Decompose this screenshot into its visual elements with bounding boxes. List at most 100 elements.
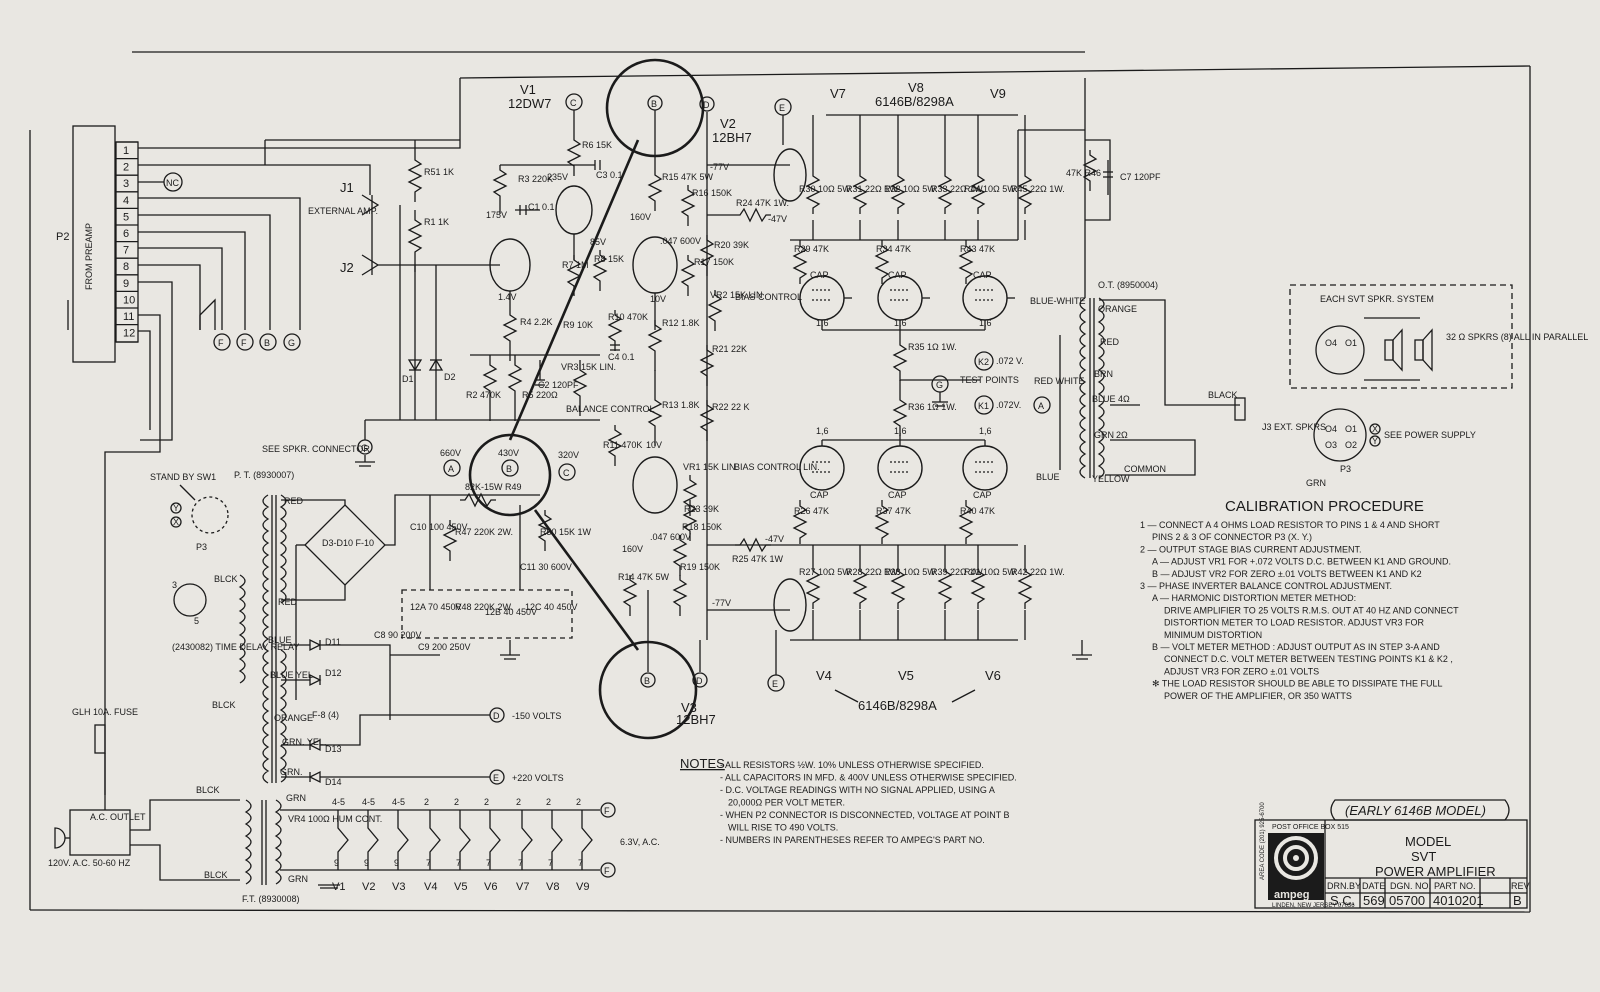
- output-tube-top: [962, 275, 1008, 321]
- svg-text:.047 600V: .047 600V: [660, 236, 701, 246]
- svg-text:RED WHITE: RED WHITE: [1034, 376, 1085, 386]
- svg-text:R50 15K 1W: R50 15K 1W: [540, 527, 592, 537]
- svg-text:85V: 85V: [590, 237, 606, 247]
- svg-text:R47 220K 2W.: R47 220K 2W.: [455, 527, 513, 537]
- svg-text:05700: 05700: [1389, 893, 1425, 908]
- v1-type: 12DW7: [508, 96, 551, 111]
- svg-text:6.3V, A.C.: 6.3V, A.C.: [620, 837, 660, 847]
- screen-resistor-top: R44 10Ω 5W.: [964, 184, 1018, 194]
- svg-text:Y: Y: [173, 503, 179, 513]
- svg-text:D1: D1: [402, 374, 414, 384]
- svg-text:R3 220K: R3 220K: [518, 174, 553, 184]
- svg-text:C7 120PF: C7 120PF: [1120, 172, 1161, 182]
- svg-text:V9: V9: [990, 86, 1006, 101]
- calibration-line: 1 — CONNECT A 4 OHMS LOAD RESISTOR TO PI…: [1140, 520, 1440, 530]
- svg-text:C: C: [570, 98, 577, 108]
- svg-text:X: X: [1372, 424, 1378, 434]
- product-label: POWER AMPLIFIER: [1375, 864, 1496, 879]
- output-top: V7 V8 V9 6146B/8298A E R30 10Ω 5W.R31 22…: [773, 80, 1065, 330]
- svg-text:Y: Y: [1372, 436, 1378, 446]
- svg-text:A: A: [1038, 401, 1044, 411]
- p2-pin: 11: [123, 311, 134, 323]
- svg-text:V6: V6: [985, 668, 1001, 683]
- p2-pin: 5: [123, 211, 129, 223]
- svg-text:GRN: GRN: [1306, 478, 1326, 488]
- svg-text:DATE: DATE: [1362, 881, 1385, 891]
- svg-text:BIAS CONTROL: BIAS CONTROL: [735, 292, 802, 302]
- svg-text:160V: 160V: [622, 544, 643, 554]
- svg-text:D11: D11: [325, 637, 341, 647]
- note-line: - ALL RESISTORS ½W. 10% UNLESS OTHERWISE…: [720, 760, 984, 770]
- grid-resistor-top: R29 47K: [794, 244, 829, 254]
- p3-connector: [1313, 408, 1367, 462]
- svg-text:-47V: -47V: [765, 534, 784, 544]
- cap-label: CAP: [888, 490, 907, 500]
- svg-text:B: B: [264, 338, 270, 348]
- v3-stage: R13 1.8K R11 470K 10V VR1 15K LIN. BIAS …: [603, 370, 820, 727]
- svg-text:VR2 15K LIN: VR2 15K LIN: [710, 290, 763, 300]
- svg-text:S.C.: S.C.: [1330, 893, 1355, 908]
- svg-text:V4: V4: [816, 668, 832, 683]
- sheet-border: [29, 51, 1531, 913]
- calibration-line: A — HARMONIC DISTORTION METER METHOD:: [1152, 593, 1356, 603]
- svg-text:YELLOW: YELLOW: [1092, 474, 1130, 484]
- calibration-title: CALIBRATION PROCEDURE: [1225, 498, 1424, 515]
- cap-label: CAP: [973, 270, 992, 280]
- calibration-block: CALIBRATION PROCEDURE 1 — CONNECT A 4 OH…: [1140, 498, 1459, 701]
- svg-text:569: 569: [1363, 893, 1385, 908]
- power-supply: SEE SPKR. CONNECTOR STAND BY SW1 Y X P3 …: [48, 300, 660, 904]
- calibration-line: ADJUST VR3 FOR ZERO ±.01 VOLTS: [1164, 666, 1319, 676]
- heater-pin: 9: [364, 858, 369, 868]
- screen-resistor-bottom: R27 10Ω 5W.: [799, 567, 853, 577]
- svg-text:R8 15K: R8 15K: [594, 254, 624, 264]
- annotation-marks: [468, 58, 705, 740]
- grid-resistor-top: R43 47K: [960, 244, 995, 254]
- svg-text:C2 120PF: C2 120PF: [538, 380, 579, 390]
- note-line: - WHEN P2 CONNECTOR IS DISCONNECTED, VOL…: [720, 810, 1010, 820]
- svg-text:RED: RED: [278, 597, 298, 607]
- svg-text:+220 VOLTS: +220 VOLTS: [512, 773, 564, 783]
- svg-text:R13 1.8K: R13 1.8K: [662, 400, 700, 410]
- heater-tube-label: V2: [362, 881, 375, 893]
- svg-text:C1 0.1: C1 0.1: [528, 202, 555, 212]
- svg-text:BLCK: BLCK: [204, 870, 228, 880]
- svg-text:VR3 15K LIN.: VR3 15K LIN.: [561, 362, 616, 372]
- p2-pin: 10: [123, 294, 135, 306]
- svg-text:ORANGE: ORANGE: [1098, 304, 1137, 314]
- svg-text:BLUE-WHITE: BLUE-WHITE: [1030, 296, 1086, 306]
- svg-text:R23 39K: R23 39K: [684, 504, 719, 514]
- svg-text:.047 600V: .047 600V: [650, 532, 691, 542]
- svg-text:V7: V7: [830, 86, 846, 101]
- svg-text:RED: RED: [284, 496, 304, 506]
- output-tube-top: [799, 275, 845, 321]
- svg-text:BRN: BRN: [1094, 369, 1113, 379]
- heater-pin: 7: [548, 858, 553, 868]
- svg-text:.072 V.: .072 V.: [996, 356, 1024, 366]
- p2-pin: 3: [123, 178, 129, 190]
- heater-tap: 2: [516, 797, 521, 807]
- svg-text:B: B: [1513, 893, 1522, 908]
- svg-text:12A 70 450V: 12A 70 450V: [410, 602, 462, 612]
- svg-text:430V: 430V: [498, 448, 519, 458]
- note-line: - D.C. VOLTAGE READINGS WITH NO SIGNAL A…: [720, 785, 995, 795]
- svg-text:D12: D12: [325, 668, 342, 678]
- svg-text:VR1 15K LIN.: VR1 15K LIN.: [683, 462, 738, 472]
- nc-label: NC: [166, 178, 179, 188]
- svg-text:10V: 10V: [650, 294, 666, 304]
- speaker-system-box: EACH SVT SPKR. SYSTEM O4 O1 32 Ω SPKRS (…: [1289, 284, 1588, 389]
- svg-text:120V. A.C. 50-60 HZ: 120V. A.C. 50-60 HZ: [48, 858, 131, 868]
- heater-tube-label: V6: [484, 881, 497, 893]
- svg-text:R35 1Ω 1W.: R35 1Ω 1W.: [908, 342, 957, 352]
- screen-resistor-top: R30 10Ω 5W.: [799, 184, 853, 194]
- svg-text:O.T. (8950004): O.T. (8950004): [1098, 280, 1158, 290]
- screen-resistor-bottom: R38 10Ω 5W.: [884, 567, 938, 577]
- svg-text:F-8 (4): F-8 (4): [312, 710, 339, 720]
- output-tube-bottom: [962, 445, 1008, 491]
- calibration-line: B — VOLT METER METHOD : ADJUST OUTPUT AS…: [1152, 642, 1440, 652]
- svg-text:1.4V: 1.4V: [498, 292, 517, 302]
- svg-text:DGN. NO.: DGN. NO.: [1390, 881, 1431, 891]
- p2-pin: 9: [123, 278, 129, 290]
- cathode-pins: 1,6: [816, 426, 829, 436]
